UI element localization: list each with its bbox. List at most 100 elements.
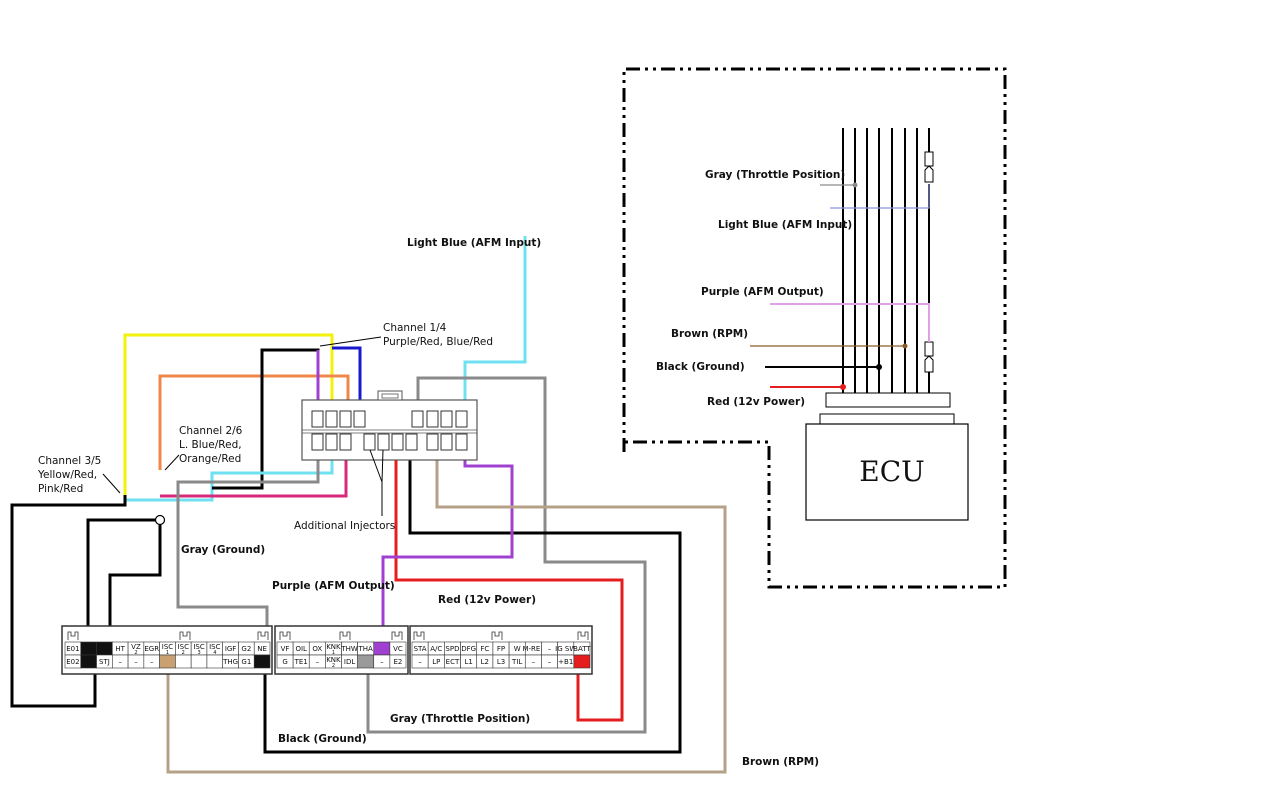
inset-brown-dot xyxy=(902,343,908,349)
orange-wire xyxy=(158,374,350,470)
connector-pin-label: SPD xyxy=(445,645,459,653)
connector-notch xyxy=(339,631,351,640)
connector-pin-bottom xyxy=(206,654,223,669)
connector-notch xyxy=(179,631,191,640)
connector-pin-label: L2 xyxy=(481,658,489,666)
black-ground-left-2 xyxy=(86,518,160,655)
inset-harness xyxy=(842,128,930,393)
connector-pin-top xyxy=(373,641,391,656)
connector-notch xyxy=(577,631,589,640)
plug-cell-bottom xyxy=(455,433,468,451)
black-ground-bottom xyxy=(263,445,682,754)
channel-14-leader xyxy=(319,336,382,347)
inset-light-blue-label: Light Blue (AFM Input) xyxy=(718,219,852,231)
channel-14-title: Channel 1/4 xyxy=(383,322,447,334)
connector-pin-label: – xyxy=(532,658,536,666)
connector-pin-top xyxy=(96,641,113,656)
connector-notch xyxy=(257,631,269,640)
purple-afm-output-label: Purple (AFM Output) xyxy=(272,580,395,592)
connector-pin-label: VZ xyxy=(131,643,141,651)
connector-pin-label: IG SW xyxy=(555,645,576,653)
labels: Light Blue (AFM Input) Channel 1/4 Purpl… xyxy=(37,237,819,768)
red-power-wire xyxy=(394,445,624,722)
connector-notch xyxy=(279,631,291,640)
light-blue-wire-afm xyxy=(463,236,527,412)
ecu-inset: ECU Gray (Throttle Position) Light Blue … xyxy=(622,67,1007,589)
brown-rpm-wire xyxy=(166,445,727,774)
brown-rpm-label: Brown (RPM) xyxy=(742,756,819,768)
additional-injectors-label: Additional Injectors xyxy=(294,520,395,532)
channel-35-line1: Yellow/Red, xyxy=(37,469,97,481)
connector-pin-label: – xyxy=(418,658,422,666)
channel-35-title: Channel 3/5 xyxy=(38,455,101,467)
ecu-label: ECU xyxy=(859,455,924,488)
inset-red-dot xyxy=(840,384,846,390)
channel-35-line2: Pink/Red xyxy=(38,483,83,495)
plug-cell-bottom xyxy=(311,433,324,451)
connector-notch xyxy=(491,631,503,640)
connector-pin-label: STJ xyxy=(99,658,110,666)
connector-pin-label: FP xyxy=(497,645,505,653)
plug-cell-bottom xyxy=(426,433,439,451)
channel-26-leader xyxy=(164,454,180,471)
connector-pin-bottom xyxy=(357,654,375,669)
black-ground-label: Black (Ground) xyxy=(278,733,367,745)
inset-light-blue-tap xyxy=(830,184,930,209)
connector-pin-label: G2 xyxy=(241,645,251,653)
inset-gray-throttle-label: Gray (Throttle Position) xyxy=(705,169,845,181)
plug-cell-bottom xyxy=(339,433,352,451)
red-12v-power-label: Red (12v Power) xyxy=(438,594,536,606)
gray-throttle-position-label: Gray (Throttle Position) xyxy=(390,713,530,725)
connector-pin-label: – xyxy=(380,658,384,666)
connector-pin-label: L3 xyxy=(497,658,505,666)
additional-injectors-leader-3 xyxy=(381,449,384,483)
injector-plug xyxy=(301,390,478,461)
connector-pin-label: M-REL xyxy=(522,645,544,653)
plug-cell-bottom xyxy=(440,433,453,451)
connector-pin-bottom xyxy=(253,654,271,669)
connector-pin-bottom xyxy=(389,654,407,669)
wires xyxy=(10,236,727,774)
connector-pin-label: OIL xyxy=(295,645,307,653)
connector-pin-label: ISC xyxy=(162,643,174,651)
black-ground-left xyxy=(10,495,127,708)
inset-red-label: Red (12v Power) xyxy=(707,396,805,408)
connector-pin-label: – xyxy=(548,645,552,653)
plug-cell-top xyxy=(426,410,439,428)
gray-ground-wire xyxy=(176,445,320,640)
plug-cells xyxy=(311,410,468,451)
connector-pin-label: TE1 xyxy=(294,658,308,666)
inset-purple-tap xyxy=(770,303,930,342)
connector-pin-label: G xyxy=(282,658,287,666)
connector-pin-label: ISC xyxy=(178,643,190,651)
yellow-wire xyxy=(123,333,334,495)
inset-connector xyxy=(825,392,951,408)
connector-pin-label: THW xyxy=(340,645,358,653)
inset-resistor-top xyxy=(924,151,934,183)
connector-pin-label: STA xyxy=(414,645,427,653)
connector-pin-label: E02 xyxy=(66,658,79,666)
connector-pin-label: THA xyxy=(358,645,374,653)
connector-pin-sublabel: 4 xyxy=(213,650,216,656)
connector-pin-bottom xyxy=(159,654,176,669)
plug-cell-top xyxy=(440,410,453,428)
light-blue-wire-lower xyxy=(126,445,334,502)
connector-pin-label: KNK xyxy=(326,643,341,651)
connector-pin-label: VC xyxy=(393,645,403,653)
connector-pin-label: THG xyxy=(222,658,238,666)
connector-pin-label: +B1 xyxy=(558,658,573,666)
connector-pin-label: – xyxy=(548,658,552,666)
connector-notch xyxy=(67,631,79,640)
plug-cell-top xyxy=(353,410,366,428)
connector-notch xyxy=(391,631,403,640)
gray-throttle-wire xyxy=(366,376,647,734)
connector-pin-label: LP xyxy=(432,658,440,666)
additional-injectors-leader-2 xyxy=(369,449,383,483)
plug-cell-top xyxy=(455,410,468,428)
connector-pin-label: A/C xyxy=(430,645,442,653)
plug-cell-top xyxy=(339,410,352,428)
connector-pin-label: BATT xyxy=(573,645,591,653)
connector-pin-label: ISC xyxy=(209,643,221,651)
